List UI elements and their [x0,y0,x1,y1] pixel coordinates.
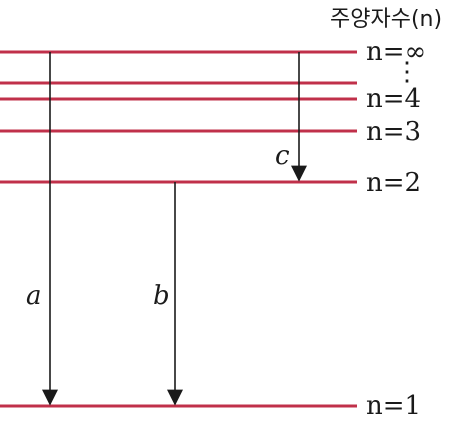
level-label-n-3: n=3 [366,117,421,147]
level-label-n-1: n=1 [366,391,421,421]
transition-label-c: c [275,141,290,171]
transition-label-a: a [26,281,42,311]
level-ellipsis: ⋮ [394,57,420,87]
transition-label-b: b [153,281,170,311]
level-label-n-4: n=4 [366,84,421,114]
level-label-n-infinity: n=∞ [366,37,426,67]
level-label-n-2: n=2 [366,168,421,198]
quantum-number-title: 주양자수(n) [330,7,442,32]
